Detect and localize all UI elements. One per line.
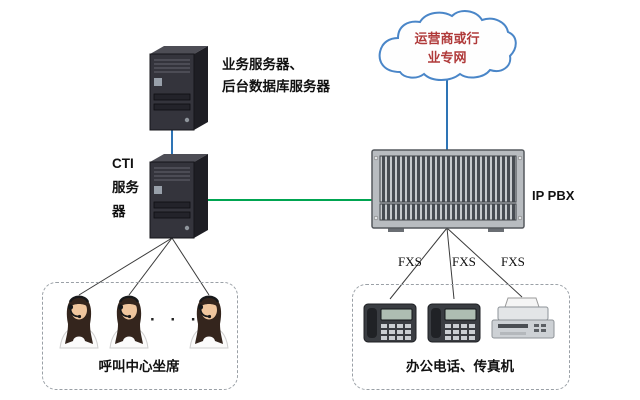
cti-label-line1: CTI: [112, 156, 134, 171]
connector-lines: [78, 80, 523, 300]
office-group-box: [352, 284, 570, 390]
cloud-label-line2: 业专网: [427, 50, 467, 65]
cloud-label-line1: 运营商或行: [414, 31, 480, 46]
cti-label-line3: 器: [112, 204, 126, 219]
link-cti-agent-2: [128, 237, 173, 296]
cti-server-tower: [149, 153, 209, 239]
call-center-group-box: [42, 282, 238, 390]
cti-server-label: CTI 服务器: [112, 152, 139, 224]
link-pbx-phone-1: [389, 227, 448, 300]
fxs-label-3: FXS: [501, 254, 525, 269]
ip-pbx-rack: [371, 149, 525, 232]
link-pbx-fax: [446, 227, 523, 298]
cti-label-line2: 服务: [112, 180, 139, 195]
business-server-label-line2: 后台数据库服务器: [222, 79, 330, 94]
call-center-caption: 呼叫中心坐席: [98, 359, 180, 374]
link-cti-agent-1: [78, 237, 173, 296]
link-pbx-phone-2: [446, 227, 455, 300]
link-cti-agent-3: [171, 237, 210, 296]
agents-ellipsis: · · ·: [150, 310, 202, 329]
fxs-label-2: FXS: [452, 254, 476, 269]
business-server-tower: [149, 45, 209, 131]
ip-pbx-label: IP PBX: [532, 188, 575, 203]
cloud-shape: [378, 10, 517, 81]
cloud-label: 运营商或行业专网: [386, 29, 508, 67]
fxs-label-1: FXS: [398, 254, 422, 269]
business-server-label-line1: 业务服务器、: [222, 57, 303, 72]
business-server-label: 业务服务器、后台数据库服务器: [222, 54, 330, 98]
office-caption: 办公电话、传真机: [406, 359, 514, 374]
